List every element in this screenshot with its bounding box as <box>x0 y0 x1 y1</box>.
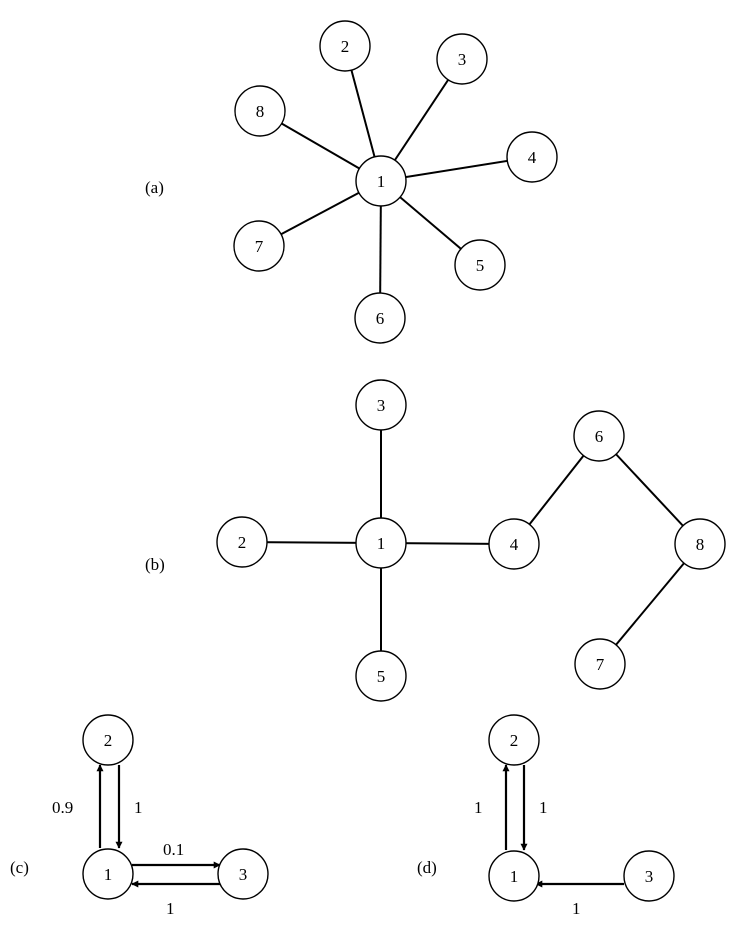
panel-a-nodes: 1 2 3 4 5 6 7 8 <box>233 20 558 344</box>
node-label: 7 <box>596 655 605 674</box>
node-label: 2 <box>341 37 350 56</box>
node-b-6: 6 <box>573 410 625 462</box>
panel-d-weights: 1 1 1 <box>474 798 581 918</box>
node-a-3: 3 <box>436 33 488 85</box>
edge-weight-d-3-1: 1 <box>572 899 581 918</box>
node-label: 6 <box>376 309 385 328</box>
node-a-6: 6 <box>354 292 406 344</box>
panel-d-edges <box>502 764 624 888</box>
edge-weight-c-3-1: 1 <box>166 899 175 918</box>
node-label: 3 <box>645 867 654 886</box>
edge-weight-d-1-2: 1 <box>474 798 483 817</box>
node-label: 4 <box>528 148 537 167</box>
panel-b-edges <box>241 405 701 676</box>
node-label: 5 <box>377 667 386 686</box>
panel-c-weights: 0.9 1 0.1 1 <box>52 798 184 918</box>
node-a-8: 8 <box>234 85 286 137</box>
panel-label-b: (b) <box>145 555 165 574</box>
node-a-4: 4 <box>506 131 558 183</box>
node-b-4: 4 <box>488 518 540 570</box>
node-a-1: 1 <box>355 155 407 207</box>
node-label: 4 <box>510 535 519 554</box>
node-d-2: 2 <box>488 714 540 766</box>
panel-label-a: (a) <box>145 178 164 197</box>
node-label: 1 <box>377 534 386 553</box>
node-a-2: 2 <box>319 20 371 72</box>
node-b-5: 5 <box>355 650 407 702</box>
node-label: 1 <box>377 172 386 191</box>
edge-b-8-7 <box>599 543 701 665</box>
node-label: 1 <box>510 867 519 886</box>
node-b-1: 1 <box>355 517 407 569</box>
panel-c-nodes: 1 2 3 <box>82 714 269 900</box>
node-c-1: 1 <box>82 848 134 900</box>
node-b-7: 7 <box>574 638 626 690</box>
node-label: 1 <box>104 865 113 884</box>
node-label: 2 <box>238 533 247 552</box>
edge-weight-c-1-3: 0.1 <box>163 840 184 859</box>
node-label: 3 <box>377 396 386 415</box>
node-c-2: 2 <box>82 714 134 766</box>
node-b-8: 8 <box>674 518 726 570</box>
node-label: 3 <box>239 865 248 884</box>
node-a-5: 5 <box>454 239 506 291</box>
node-label: 8 <box>256 102 265 121</box>
edge-weight-d-2-1: 1 <box>539 798 548 817</box>
node-d-1: 1 <box>488 850 540 902</box>
node-c-3: 3 <box>217 848 269 900</box>
node-a-7: 7 <box>233 220 285 272</box>
node-b-3: 3 <box>355 379 407 431</box>
panel-label-c: (c) <box>10 858 29 877</box>
node-d-3: 3 <box>623 850 675 902</box>
node-label: 2 <box>510 731 519 750</box>
panel-d-nodes: 1 2 3 <box>488 714 675 902</box>
node-label: 8 <box>696 535 705 554</box>
node-label: 7 <box>255 237 264 256</box>
node-label: 6 <box>595 427 604 446</box>
node-label: 5 <box>476 256 485 275</box>
panel-b-nodes: 1 2 3 4 5 6 7 8 <box>216 379 726 702</box>
panel-c-edges <box>96 764 221 888</box>
node-label: 3 <box>458 50 467 69</box>
node-b-2: 2 <box>216 516 268 568</box>
node-label: 2 <box>104 731 113 750</box>
edge-weight-c-2-1: 1 <box>134 798 143 817</box>
edge-weight-c-1-2: 0.9 <box>52 798 73 817</box>
panel-label-d: (d) <box>417 858 437 877</box>
